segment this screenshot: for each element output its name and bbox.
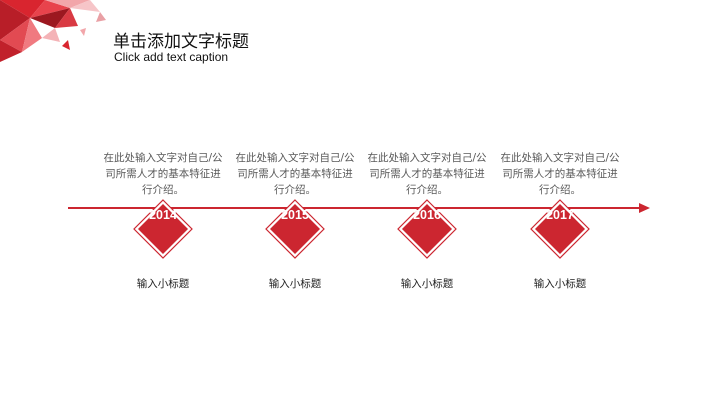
timeline-year-2014: 2014 <box>149 208 177 222</box>
timeline-subtitle-2016[interactable]: 输入小标题 <box>400 278 454 290</box>
timeline-marker-2016 <box>397 199 457 259</box>
timeline-subtitle-2017[interactable]: 输入小标题 <box>533 278 587 290</box>
timeline-marker-2017 <box>530 199 590 259</box>
timeline-description-2017[interactable]: 在此处输入文字对自己/公司所需人才的基本特征进行介绍。 <box>500 152 620 196</box>
timeline-subtitle-2015[interactable]: 输入小标题 <box>268 278 322 290</box>
timeline-year-2015: 2015 <box>281 208 309 222</box>
timeline-arrow-icon <box>639 203 650 213</box>
timeline-year-2017: 2017 <box>546 208 574 222</box>
timeline-description-2015[interactable]: 在此处输入文字对自己/公司所需人才的基本特征进行介绍。 <box>235 152 355 196</box>
timeline-description-2014[interactable]: 在此处输入文字对自己/公司所需人才的基本特征进行介绍。 <box>103 152 223 196</box>
corner-decoration-icon <box>0 0 106 62</box>
timeline-subtitle-2014[interactable]: 输入小标题 <box>136 278 190 290</box>
timeline-year-2016: 2016 <box>413 208 441 222</box>
page-caption[interactable]: Click add text caption <box>114 50 229 64</box>
timeline-marker-2014 <box>133 199 193 259</box>
timeline-marker-2015 <box>265 199 325 259</box>
page-title[interactable]: 单击添加文字标题 <box>113 32 249 52</box>
timeline-description-2016[interactable]: 在此处输入文字对自己/公司所需人才的基本特征进行介绍。 <box>367 152 487 196</box>
